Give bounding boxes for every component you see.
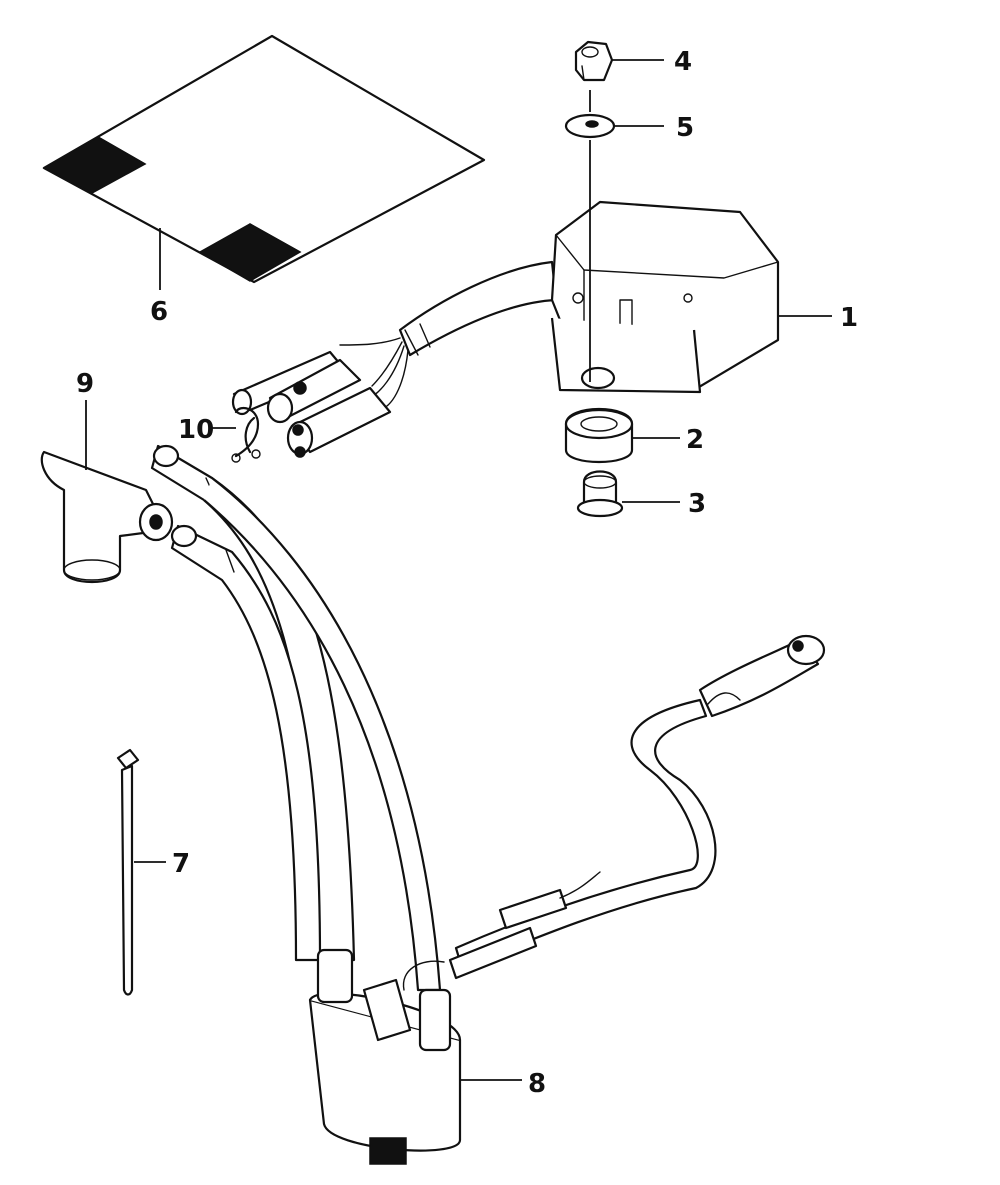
washer-part (564, 90, 664, 382)
callout-9: 9 (76, 369, 94, 399)
callout-2: 2 (686, 425, 704, 455)
callout-10: 10 (178, 415, 214, 445)
callout-5: 5 (676, 113, 694, 143)
ignition-coil-part (150, 444, 826, 1165)
cable-tie-part (116, 748, 166, 996)
spark-plug-cap-part (40, 400, 174, 584)
callout-7: 7 (172, 849, 190, 879)
bushing-part (576, 470, 680, 518)
decal-sheet-part (42, 34, 486, 290)
cdi-module-part (231, 200, 832, 458)
callout-labels: 1 2 3 4 5 6 7 8 9 10 (76, 47, 858, 1099)
clip-part (212, 406, 261, 463)
callout-3: 3 (688, 489, 706, 519)
grommet-part (564, 408, 680, 464)
callout-8: 8 (528, 1069, 546, 1099)
nut-part (574, 40, 664, 82)
callout-1: 1 (840, 303, 858, 333)
callout-4: 4 (674, 47, 692, 77)
callout-6: 6 (150, 297, 168, 327)
